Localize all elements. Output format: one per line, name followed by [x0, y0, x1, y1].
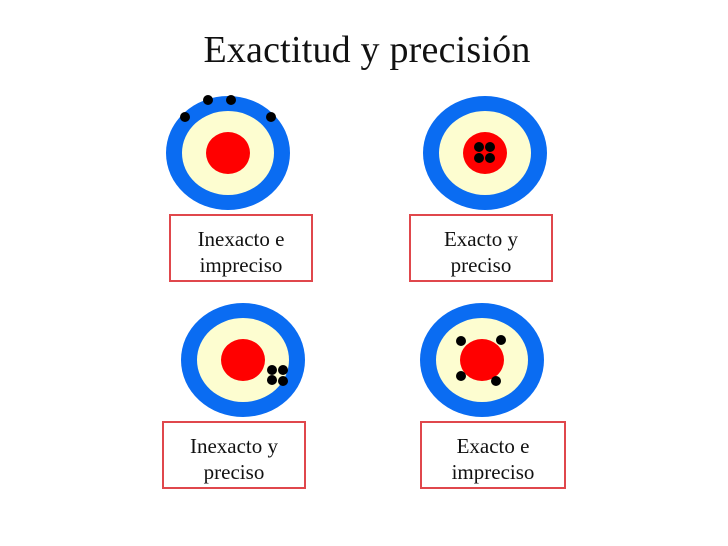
shot: [180, 112, 190, 122]
shot: [456, 336, 466, 346]
label-line: impreciso: [451, 460, 535, 484]
label-line: Exacto y: [443, 227, 519, 251]
label-line: Inexacto y: [189, 434, 279, 458]
shot: [203, 95, 213, 105]
shot: [496, 335, 506, 345]
label-exacto-preciso: Exacto y preciso: [409, 214, 553, 282]
shot: [266, 112, 276, 122]
label-line: preciso: [203, 460, 265, 484]
shot: [226, 95, 236, 105]
bullseye: [221, 339, 265, 381]
label-exacto-impreciso: Exacto e impreciso: [420, 421, 566, 489]
shot: [485, 153, 495, 163]
shot: [278, 376, 288, 386]
shot: [267, 365, 277, 375]
shot: [456, 371, 466, 381]
shot: [491, 376, 501, 386]
label-inexacto-preciso: Inexacto y preciso: [162, 421, 306, 489]
label-line: impreciso: [199, 253, 283, 277]
target-inexacto-impreciso: [166, 95, 290, 210]
bullseye: [460, 339, 504, 381]
label-line: Inexacto e: [197, 227, 285, 251]
target-exacto-impreciso: [420, 303, 544, 417]
label-inexacto-impreciso: Inexacto e impreciso: [169, 214, 313, 282]
target-exacto-preciso: [423, 96, 547, 210]
shot: [474, 153, 484, 163]
slide-title: Exactitud y precisión: [203, 29, 531, 71]
shot: [267, 375, 277, 385]
bullseye: [463, 132, 507, 174]
label-line: Exacto e: [456, 434, 530, 458]
shot: [485, 142, 495, 152]
shot: [474, 142, 484, 152]
bullseye: [206, 132, 250, 174]
target-inexacto-preciso: [181, 303, 305, 417]
shot: [278, 365, 288, 375]
label-line: preciso: [450, 253, 512, 277]
